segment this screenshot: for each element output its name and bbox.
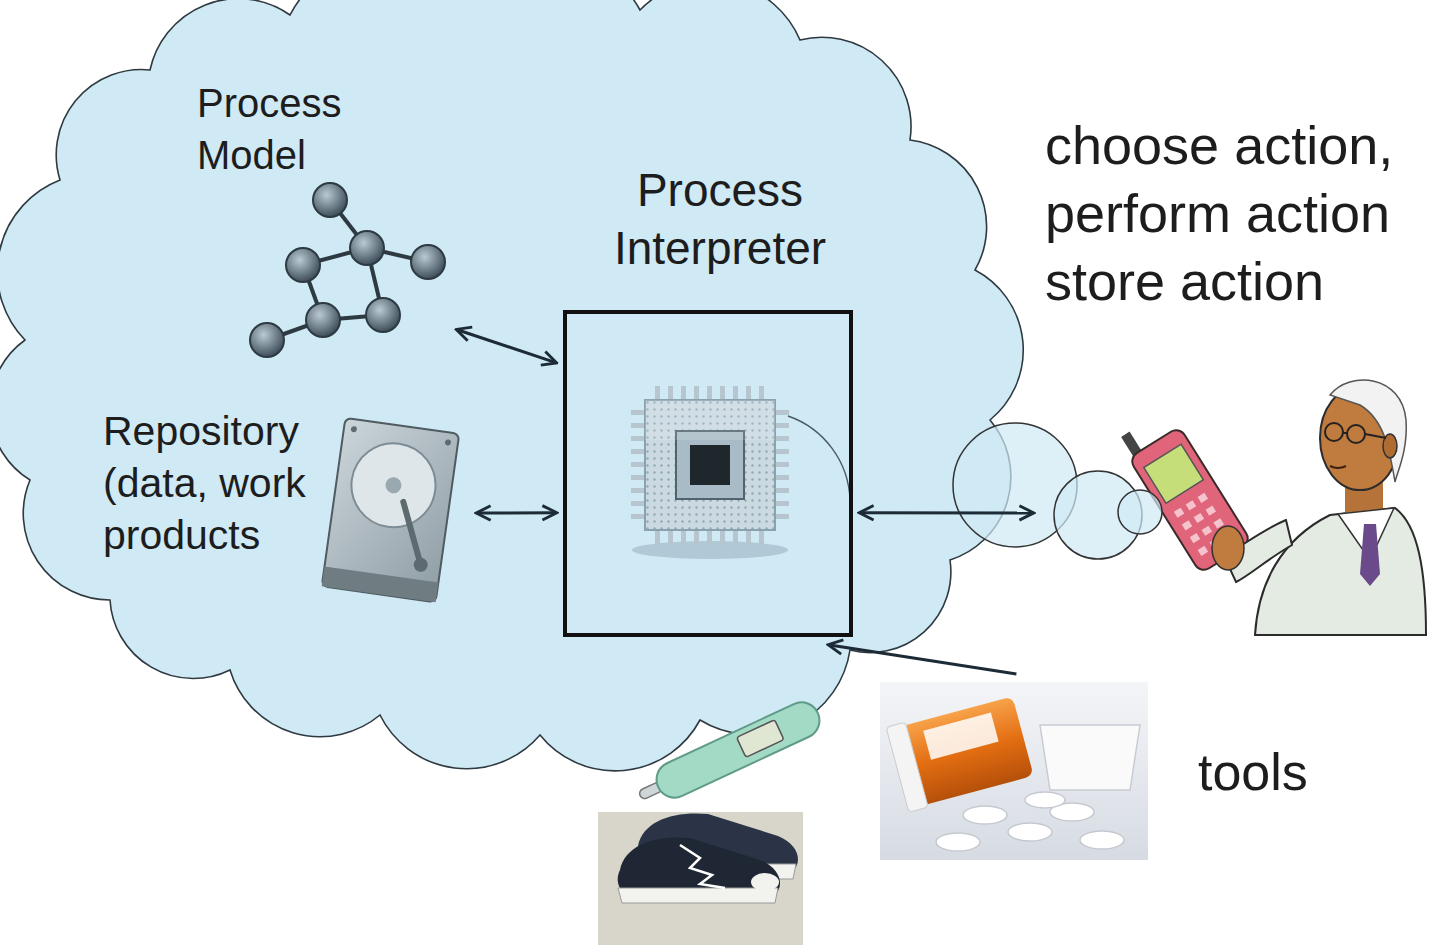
connector-arrow — [861, 511, 1032, 514]
person-figure — [1184, 505, 1220, 527]
processor-chip-icon — [690, 445, 730, 485]
person-figure — [1325, 423, 1343, 441]
pill-bottle-photo — [886, 694, 1034, 813]
sneakers-photo — [680, 845, 725, 888]
person-figure — [1117, 408, 1252, 574]
process-model-graph-icon — [306, 303, 340, 337]
thermometer-picture — [737, 720, 784, 758]
processor-chip-icon — [655, 530, 767, 544]
process-model-graph-icon — [366, 298, 400, 332]
pill-bottle-photo — [886, 722, 928, 812]
hard-disk-icon — [322, 566, 439, 602]
process-model-group: Process Model — [190, 77, 450, 345]
process-model-graph-icon — [250, 183, 445, 357]
person-figure — [1330, 466, 1346, 468]
process-model-graph-icon — [250, 183, 445, 357]
processor-chip-icon — [775, 410, 789, 522]
sneakers-photo — [618, 888, 778, 903]
process-model-graph-icon — [313, 183, 347, 217]
sneakers-photo — [598, 812, 803, 945]
person-figure — [1212, 526, 1244, 570]
process-interpreter-box: Process Interpreter — [563, 310, 853, 637]
process-model-graph-icon — [350, 231, 384, 265]
hard-disk-icon — [384, 476, 402, 494]
process-model-graph-icon — [411, 245, 445, 279]
process-model-graph-icon — [250, 323, 284, 357]
tools-group: tools — [880, 682, 1320, 860]
person-figure — [1365, 434, 1386, 438]
hard-disk-icon — [351, 426, 358, 433]
hard-disk-icon — [413, 557, 429, 573]
person-figure — [1330, 380, 1406, 482]
person-figure — [1117, 380, 1426, 635]
sneakers-photo — [598, 812, 803, 945]
pill-bottle-photo — [1040, 725, 1140, 790]
connector-arrow — [458, 330, 555, 362]
thermometer-picture — [633, 696, 826, 811]
pill-bottle-photo — [880, 682, 1148, 860]
pill-bottle-photo — [963, 806, 1007, 824]
node-heading: Process Interpreter — [590, 161, 850, 277]
person-figure — [1360, 524, 1380, 586]
node-label: Process Model — [197, 77, 372, 181]
processor-chip-icon — [632, 393, 850, 559]
sneakers-photo — [618, 837, 780, 895]
processor-chip-icon — [645, 400, 775, 530]
action-note: choose action, perform action store acti… — [1045, 111, 1423, 315]
pill-bottle-photo — [1008, 823, 1052, 841]
cloud-shape — [0, 0, 1023, 771]
thought-bubbles — [953, 423, 1162, 559]
sneakers-photo — [751, 873, 779, 891]
process-model-graph-icon — [267, 200, 428, 340]
user-actor-group: choose action, perform action store acti… — [1040, 111, 1427, 635]
processor-chip-icon — [788, 416, 850, 500]
node-label: tools — [1198, 741, 1316, 803]
person-figure — [1347, 425, 1365, 443]
processor-chip-icon — [631, 410, 645, 522]
processor-chip-icon — [676, 431, 744, 499]
hard-disk-icon — [445, 439, 452, 446]
connector-arrow — [830, 645, 1017, 674]
thought-bubbles — [1118, 490, 1162, 534]
hard-disk-icon — [322, 418, 460, 602]
pill-bottle-photo — [880, 682, 1148, 860]
pill-bottle-photo — [923, 713, 998, 760]
node-label: Repository (data, work products — [103, 405, 323, 561]
hard-disk-icon — [346, 438, 441, 533]
pill-bottle-photo — [1025, 792, 1065, 808]
pill-bottle-photo — [1080, 831, 1124, 849]
connector-arrow — [478, 511, 555, 514]
hard-disk-icon — [322, 418, 460, 602]
person-figure — [1343, 432, 1347, 434]
pill-bottle-photo — [936, 833, 980, 851]
processor-chip-icon — [655, 386, 767, 400]
process-model-graph-icon — [286, 248, 320, 282]
pill-bottle-photo — [936, 792, 1124, 851]
processor-chip-icon — [645, 400, 775, 440]
repository-group: Repository (data, work products — [100, 405, 470, 600]
hard-disk-icon — [395, 502, 429, 565]
person-figure — [1176, 493, 1212, 515]
thermometer-picture — [651, 696, 826, 803]
